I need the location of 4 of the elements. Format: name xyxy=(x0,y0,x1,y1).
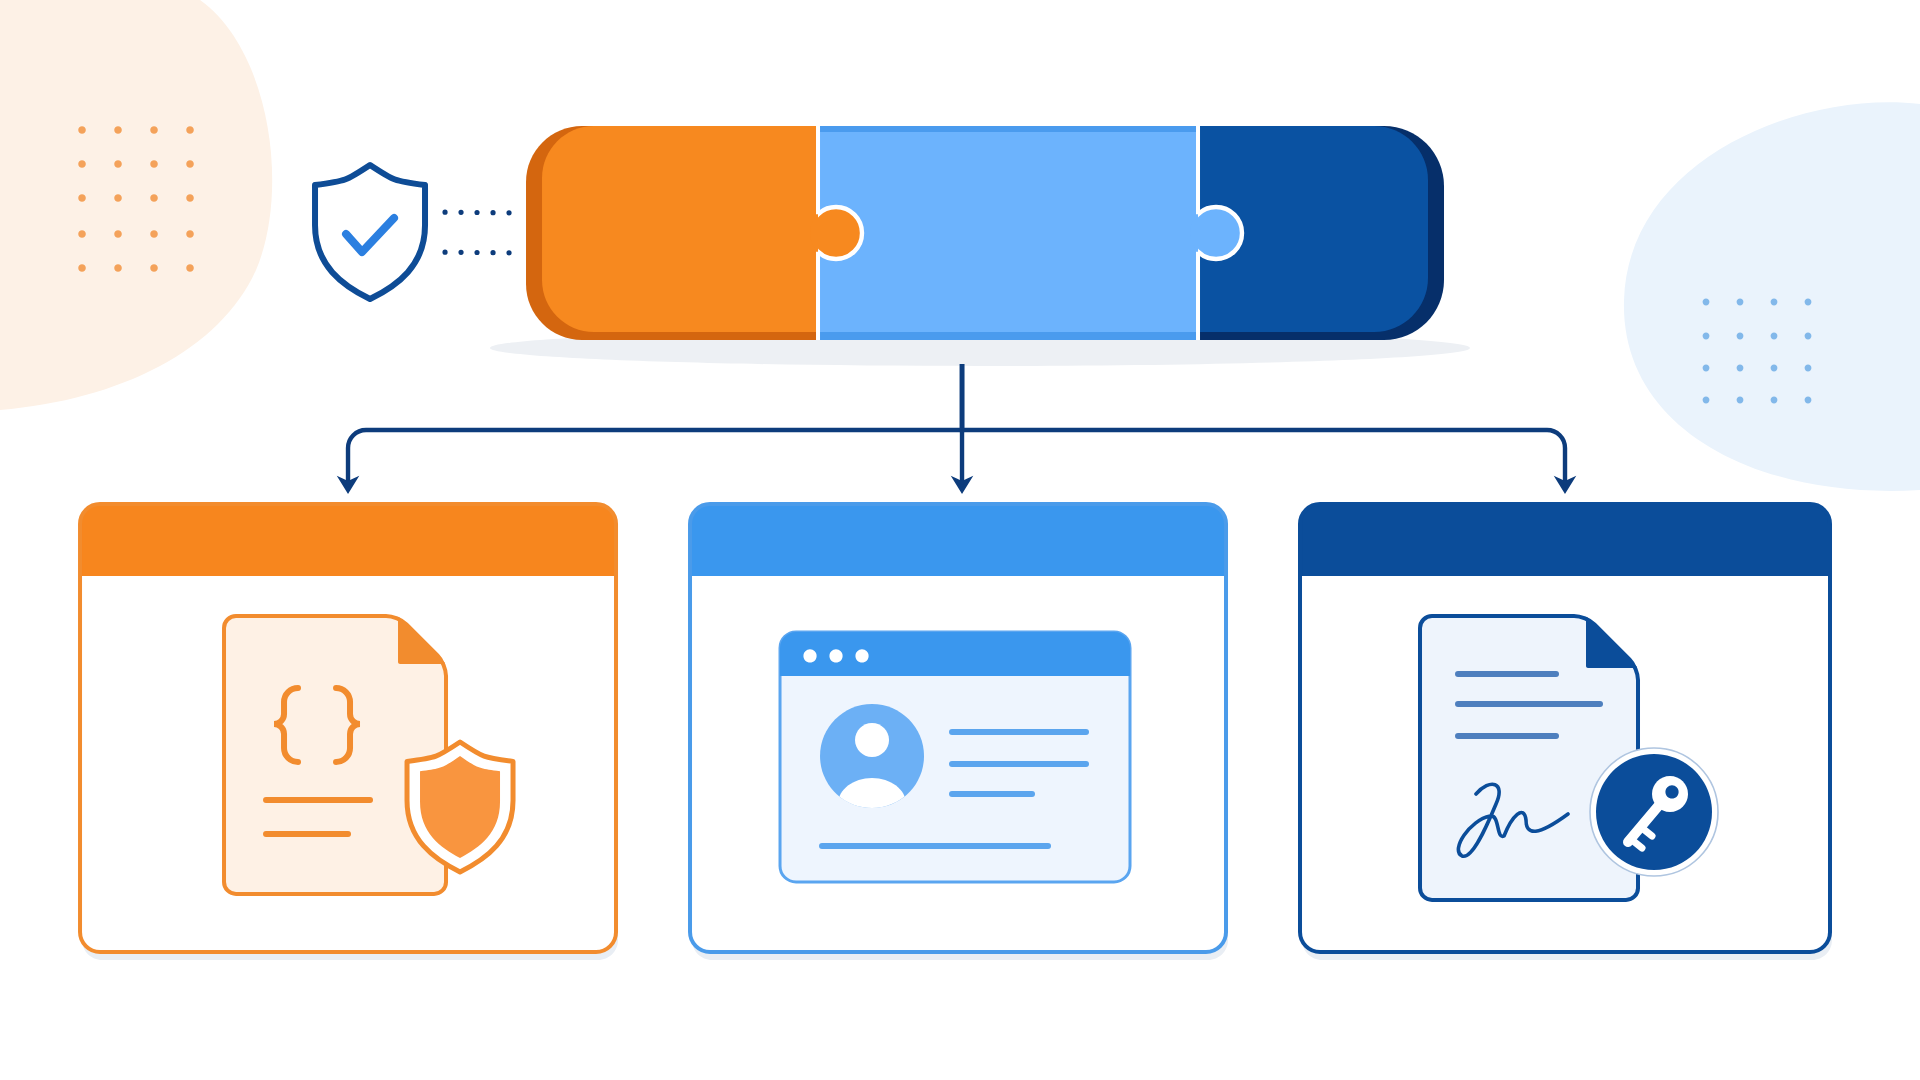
dotted-line xyxy=(442,209,512,216)
puzzle-bar xyxy=(526,124,1444,342)
dotted-line xyxy=(442,249,512,256)
shield-icon xyxy=(312,162,428,302)
